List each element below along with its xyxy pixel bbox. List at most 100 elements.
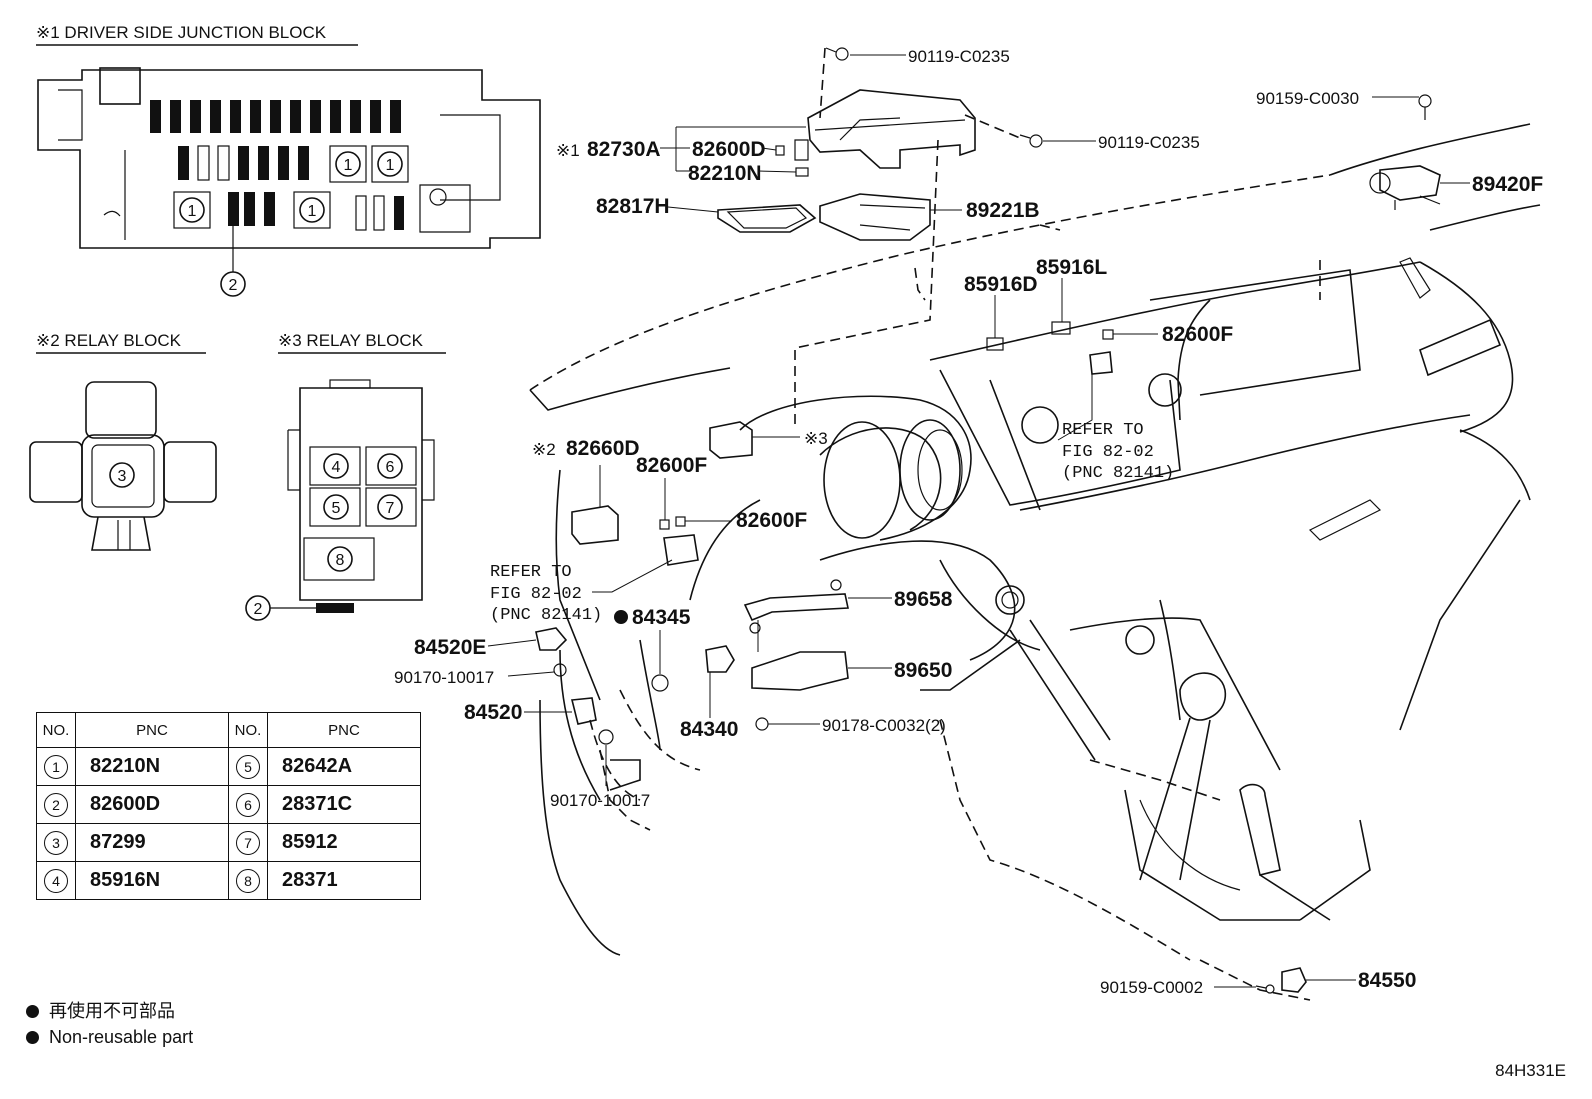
- junction-block-heading: ※1 DRIVER SIDE JUNCTION BLOCK: [36, 23, 327, 42]
- label-89650: 89650: [894, 659, 952, 682]
- svg-text:1: 1: [308, 203, 317, 220]
- label-90159-c0030: 90159-C0030: [1256, 89, 1359, 108]
- switch-84550: [1281, 967, 1307, 993]
- bullet-icon: [26, 1031, 39, 1044]
- dashboard-outline: [529, 123, 1541, 1001]
- pnc-table: NO. PNC NO. PNC 1 82210N 5 82642A 2 8260…: [36, 712, 421, 900]
- nut-90170-a: [553, 663, 567, 677]
- svg-text:5: 5: [332, 500, 341, 517]
- bracket-89658: [743, 579, 849, 634]
- label-82730a: 82730A: [587, 138, 661, 161]
- relay-block-2-item: [571, 505, 619, 545]
- connector-82600f-right: [1089, 329, 1114, 375]
- table-row: 4 85916N 8 28371: [36, 861, 421, 900]
- label-82600f-mid-right: 82600F: [736, 509, 807, 532]
- label-84550: 84550: [1358, 969, 1416, 992]
- row-pnc: 28371: [267, 861, 421, 900]
- svg-text:4: 4: [332, 459, 341, 476]
- relay-block-3-heading: ※3 RELAY BLOCK: [278, 331, 424, 350]
- row-pnc: 28371C: [267, 785, 421, 824]
- table-row: 1 82210N 5 82642A: [36, 747, 421, 786]
- row-number: 6: [236, 792, 260, 817]
- svg-text:1: 1: [188, 203, 197, 220]
- row-pnc: 87299: [75, 823, 229, 862]
- row-number: 4: [44, 868, 68, 893]
- connector-82600f-mid: [659, 516, 699, 566]
- header-no-2: NO.: [228, 712, 268, 748]
- bullet-icon: [26, 1005, 39, 1018]
- table-row: 3 87299 7 85912: [36, 823, 421, 862]
- connector-85916l: [1051, 321, 1071, 335]
- marker-2: ※2: [532, 440, 556, 459]
- table-row: 2 82600D 6 28371C: [36, 785, 421, 824]
- bolt-90119-top: [825, 47, 849, 61]
- label-90119-c0235-top: 90119-C0235: [908, 47, 1010, 66]
- label-82600f-mid-top: 82600F: [636, 454, 707, 477]
- junction-block-drawing: [37, 67, 541, 249]
- refer-left-line1: REFER TO: [490, 563, 572, 582]
- marker-3: ※3: [804, 429, 828, 448]
- leader-lines: [487, 54, 1470, 988]
- label-90170-10017-b: 90170-10017: [550, 791, 650, 810]
- part-labels: 90119-C0235 90119-C0235 90159-C0030 ※1 8…: [394, 47, 1543, 997]
- callout-3: 3: [109, 462, 135, 488]
- bolt-90159-c0030: [1418, 94, 1432, 120]
- junction-block-ecu: [775, 89, 976, 177]
- relay-3-callouts: 4 6 5 7 8 2: [245, 453, 403, 621]
- label-82817h: 82817H: [596, 195, 670, 218]
- header-no-1: NO.: [36, 712, 76, 748]
- svg-text:7: 7: [386, 500, 395, 517]
- svg-text:2: 2: [254, 601, 263, 618]
- label-84520: 84520: [464, 701, 522, 724]
- row-pnc: 82210N: [75, 747, 229, 786]
- label-90119-c0235-right: 90119-C0235: [1098, 133, 1200, 152]
- row-number: 3: [44, 830, 68, 855]
- refer-right-line3: (PNC 82141): [1062, 464, 1174, 483]
- non-reusable-dot: [614, 610, 628, 624]
- callout-2: 2: [220, 271, 246, 297]
- relay-block-3-item: [709, 421, 753, 459]
- label-82210n: 82210N: [688, 162, 762, 185]
- row-pnc: 85912: [267, 823, 421, 862]
- switch-84340: [705, 645, 735, 673]
- label-85916l: 85916L: [1036, 256, 1107, 279]
- svg-text:1: 1: [386, 157, 395, 174]
- row-number: 7: [236, 830, 260, 855]
- label-89420f: 89420F: [1472, 173, 1543, 196]
- label-90178-c0032: 90178-C0032(2): [822, 716, 946, 735]
- switch-84520e: [535, 627, 568, 651]
- row-number: 8: [236, 868, 260, 893]
- svg-text:8: 8: [336, 552, 345, 569]
- bolt-90159-c0002: [1255, 984, 1275, 994]
- label-82600d: 82600D: [692, 138, 766, 161]
- figure-code: 84H331E: [1495, 1061, 1566, 1080]
- label-90170-10017-a: 90170-10017: [394, 668, 494, 687]
- label-84520e: 84520E: [414, 636, 486, 659]
- switch-84520: [570, 697, 597, 725]
- row-number: 1: [44, 754, 68, 779]
- legend-row-jp: 再使用不可部品: [26, 998, 193, 1024]
- refer-right-line1: REFER TO: [1062, 421, 1144, 440]
- relay-block-2-drawing: [29, 381, 217, 551]
- module-89650: [751, 651, 849, 691]
- ecu-box-89221b: [819, 193, 931, 241]
- bolt-90119-right: [1019, 134, 1043, 148]
- label-82660d: 82660D: [566, 437, 640, 460]
- svg-text:6: 6: [386, 459, 395, 476]
- label-89221b: 89221B: [966, 199, 1040, 222]
- refer-left-line3: (PNC 82141): [490, 606, 602, 625]
- svg-text:3: 3: [118, 468, 127, 485]
- sensor-89420f: [1369, 165, 1441, 210]
- header-pnc-1: PNC: [75, 712, 229, 748]
- svg-text:2: 2: [229, 277, 238, 294]
- label-89658: 89658: [894, 588, 953, 611]
- row-pnc: 82600D: [75, 785, 229, 824]
- callout-1: 1 1 1 1: [179, 151, 403, 223]
- label-84345: 84345: [632, 606, 691, 629]
- nut-90178: [755, 717, 769, 731]
- refer-left-line2: FIG 82-02: [490, 585, 582, 604]
- marker-1: ※1: [556, 141, 580, 160]
- label-90159-c0002: 90159-C0002: [1100, 978, 1203, 997]
- legend: 再使用不可部品 Non-reusable part: [26, 998, 193, 1050]
